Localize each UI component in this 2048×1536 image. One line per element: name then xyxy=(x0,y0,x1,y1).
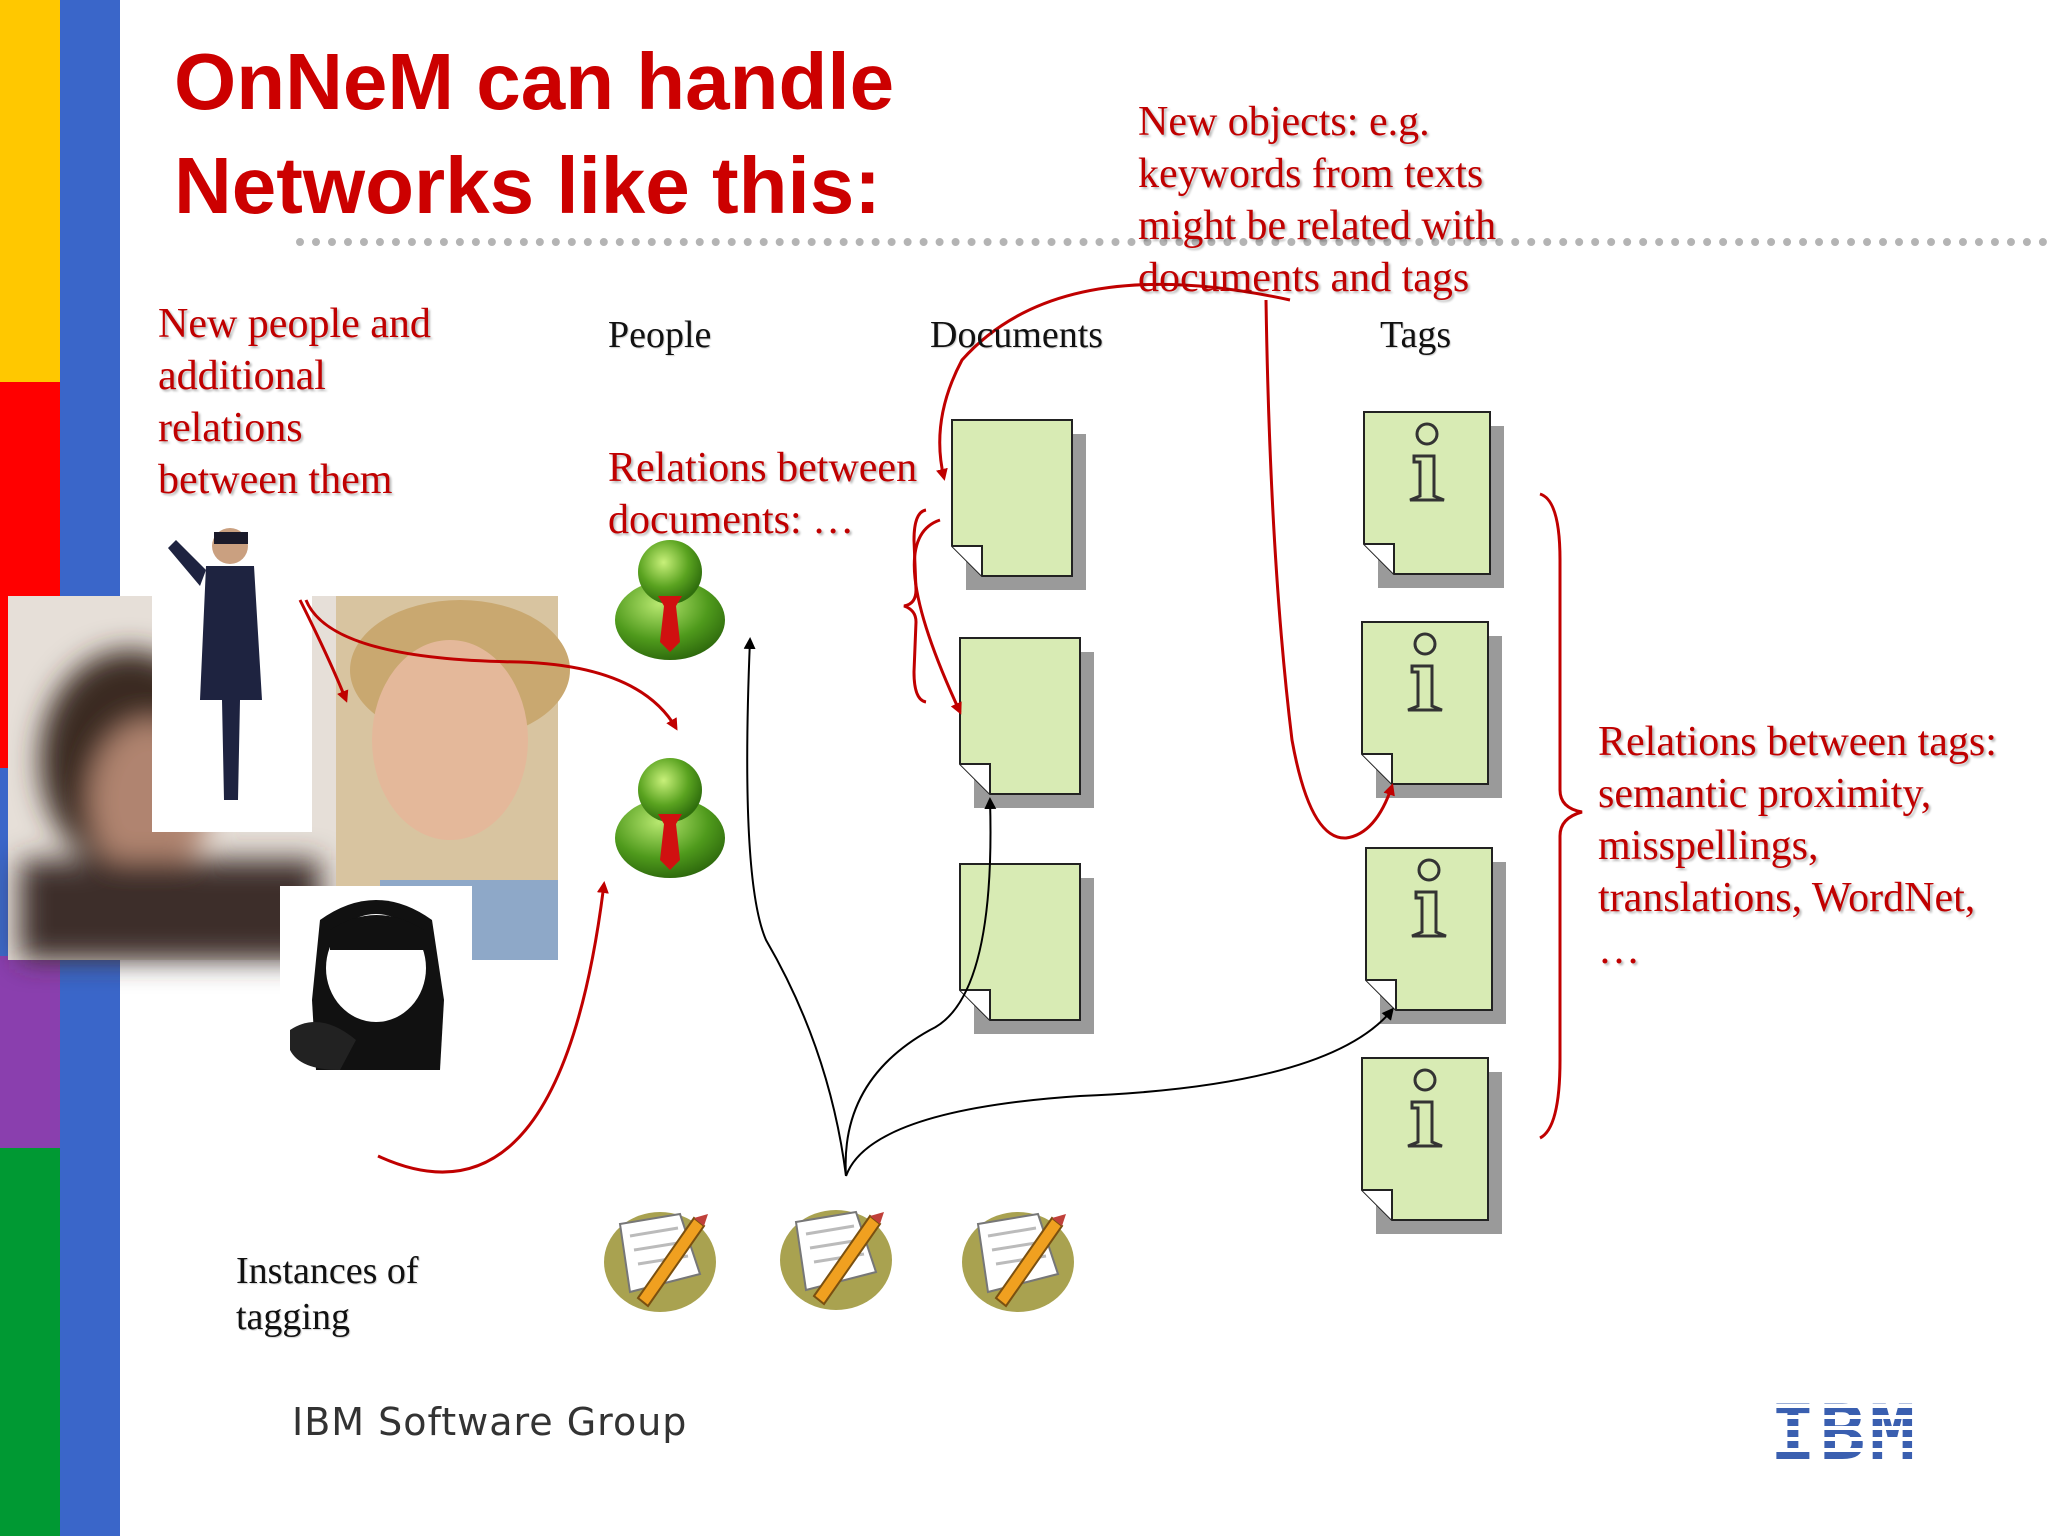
annotation-line: Relations between tags: xyxy=(1598,719,1997,765)
document-icon-1 xyxy=(951,419,1087,591)
label-people: People xyxy=(608,314,712,356)
annotation-line: might be related with xyxy=(1138,203,1497,249)
tagging-icon-1 xyxy=(602,1210,718,1314)
annotation-line: New people and xyxy=(158,301,431,347)
label-line: tagging xyxy=(236,1296,350,1338)
annotation-line: New objects: e.g. xyxy=(1138,99,1430,145)
person-icon-1 xyxy=(615,540,725,660)
annotation-relations-tags: Relations between tags: semantic proximi… xyxy=(1598,716,1997,976)
title-line-2: Networks like this: xyxy=(174,141,881,230)
tag-icon-1 xyxy=(1362,410,1506,590)
title-line-1: OnNeM can handle xyxy=(174,37,895,126)
annotation-line: misspellings, xyxy=(1598,823,1819,869)
annotation-line: semantic proximity, xyxy=(1598,771,1932,817)
red-relations xyxy=(298,282,1583,1174)
stripe-purple xyxy=(0,956,60,1148)
tagging-icon-3 xyxy=(960,1210,1076,1314)
ibm-logo-stripes xyxy=(1770,1386,1920,1456)
annotation-line: … xyxy=(1598,927,1640,973)
stripe-yellow xyxy=(0,0,60,382)
title-divider xyxy=(296,238,2048,246)
stripe-green xyxy=(0,1148,60,1536)
footer-text: IBM Software Group xyxy=(292,1400,688,1444)
annotation-line: between them xyxy=(158,457,393,503)
label-documents: Documents xyxy=(930,314,1104,356)
annotation-line: additional xyxy=(158,353,326,399)
label-line: Instances of xyxy=(236,1250,419,1292)
annotation-line: keywords from texts xyxy=(1138,151,1484,197)
annotation-line: translations, WordNet, xyxy=(1598,875,1976,921)
black-relations xyxy=(743,637,1394,1177)
label-instances-of-tagging: Instances of tagging xyxy=(236,1248,419,1340)
document-icon-2 xyxy=(959,637,1095,809)
slide-title: OnNeM can handle Networks like this: xyxy=(174,30,894,238)
person-icon-2 xyxy=(615,758,725,878)
photo-collage xyxy=(8,528,570,1096)
annotation-line: relations xyxy=(158,405,303,451)
annotation-line: documents and tags xyxy=(1138,255,1470,301)
annotation-line: Relations between xyxy=(608,445,918,491)
annotation-line: documents: … xyxy=(608,497,855,543)
tag-icon-3 xyxy=(1364,846,1508,1026)
annotation-new-objects: New objects: e.g. keywords from texts mi… xyxy=(1138,96,1496,304)
tagging-icon-2 xyxy=(778,1208,894,1312)
label-tags: Tags xyxy=(1380,314,1452,356)
annotation-new-people: New people and additional relations betw… xyxy=(158,298,431,506)
annotation-relations-documents: Relations between documents: … xyxy=(608,442,917,546)
tag-icon-2 xyxy=(1360,620,1504,800)
tag-icon-4 xyxy=(1360,1056,1504,1236)
